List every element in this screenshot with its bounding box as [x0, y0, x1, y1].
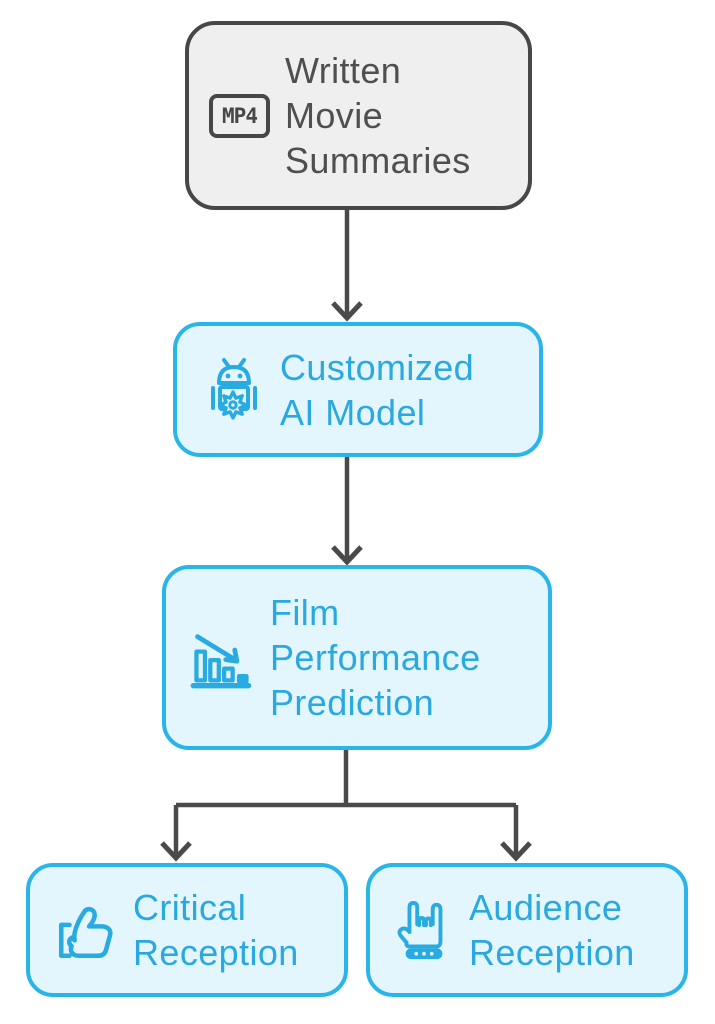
thumbs-up-icon — [53, 897, 119, 963]
node-label: Customized AI Model — [280, 345, 474, 435]
label-line: Critical — [133, 887, 247, 928]
label-line: Summaries — [285, 140, 471, 181]
arrowhead-film-to-critical — [160, 841, 192, 862]
node-film-performance-prediction: Film Performance Prediction — [162, 565, 552, 750]
label-line: AI Model — [280, 391, 426, 433]
edge-film-split — [173, 748, 519, 854]
node-label: Film Performance Prediction — [270, 590, 481, 725]
node-written-movie-summaries: MP4 Written Movie Summaries — [185, 21, 532, 210]
node-label: Written Movie Summaries — [285, 48, 471, 183]
label-line: Reception — [469, 932, 635, 973]
node-critical-reception: Critical Reception — [26, 863, 348, 997]
label-line: Written — [285, 50, 402, 91]
rock-hand-icon — [393, 895, 455, 965]
declining-bar-chart-icon — [187, 625, 257, 691]
label-line: Customized — [280, 346, 475, 388]
node-label: Audience Reception — [469, 885, 635, 975]
mp4-badge-text: MP4 — [209, 93, 270, 138]
label-line: Reception — [133, 932, 299, 973]
label-line: Audience — [469, 887, 623, 928]
label-line: Movie — [285, 95, 384, 136]
label-line: Film — [270, 592, 340, 633]
node-label: Critical Reception — [133, 885, 299, 975]
node-audience-reception: Audience Reception — [366, 863, 688, 997]
arrowhead-written-to-ai — [331, 301, 363, 322]
node-customized-ai-model: Customized AI Model — [173, 322, 543, 457]
label-line: Prediction — [270, 682, 435, 723]
arrowhead-ai-to-film — [331, 545, 363, 566]
arrowhead-film-to-audience — [500, 841, 532, 862]
label-line: Performance — [270, 637, 481, 678]
ai-robot-gear-icon — [202, 355, 266, 425]
mp4-file-icon: MP4 — [209, 93, 270, 138]
